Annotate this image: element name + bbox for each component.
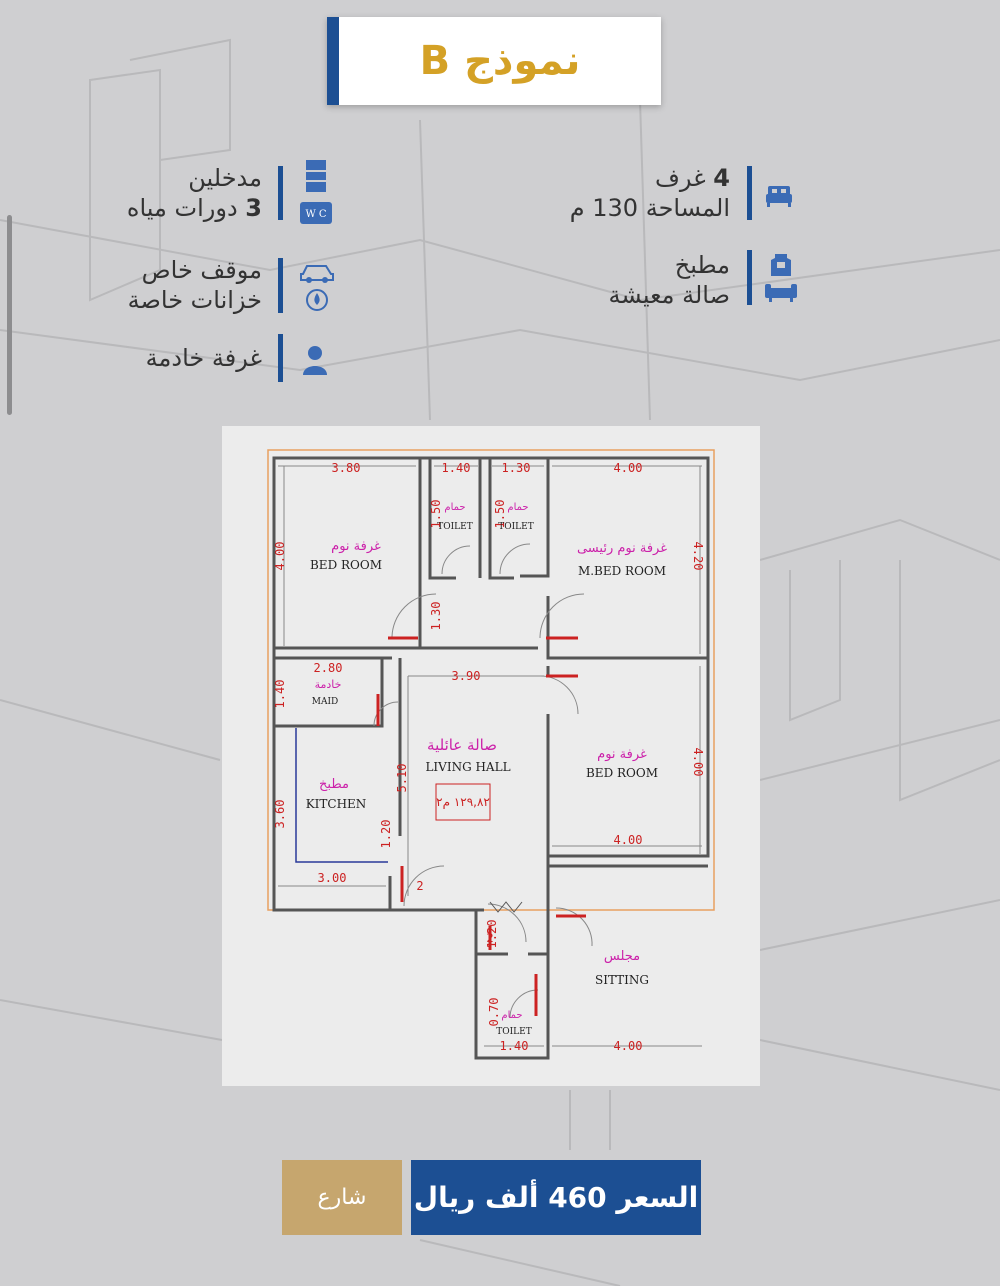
room-label-en: LIVING HALL — [425, 760, 510, 774]
room-label-ar: مطبخ — [319, 777, 349, 792]
dim-label: 2 — [416, 879, 423, 893]
wc-label: دورات مياه — [126, 194, 238, 222]
dim-label: 1.20 — [485, 920, 499, 949]
wc-count: 3 — [245, 194, 262, 222]
rooms-count: 4 — [713, 164, 730, 192]
tanks-label: خزانات خاصة — [127, 286, 262, 314]
feature-entrances: مدخلين 3 دورات مياه — [90, 163, 262, 223]
wc-text: W C — [305, 209, 326, 220]
room-label-ar: خادمة — [315, 678, 342, 691]
page-title: نموذج B — [419, 38, 581, 84]
title-accent — [327, 17, 339, 105]
dim-label: 1.40 — [500, 1039, 529, 1053]
room-label-en: TOILET — [437, 522, 473, 532]
feature-divider — [278, 166, 283, 220]
dim-label: 2 — [486, 931, 493, 945]
room-label-ar: غرفة نوم — [597, 747, 647, 762]
entrances-label: مدخلين — [188, 164, 262, 192]
floor-plan-drawing: 3.80 1.40 1.30 4.00 4.00 1.50 1.50 4.20 … — [267, 449, 715, 1060]
room-label-ar: غرفة نوم — [331, 539, 381, 554]
rooms-label: غرف — [654, 164, 706, 192]
dim-label: 4.00 — [273, 542, 287, 571]
dim-label: 4.00 — [691, 748, 705, 777]
dim-label: 1.40 — [442, 461, 471, 475]
room-label-en: TOILET — [498, 522, 534, 532]
room-label-en: SITTING — [595, 973, 649, 987]
dim-label: 1.30 — [429, 602, 443, 631]
feature-divider — [278, 258, 283, 313]
dim-label: 3.00 — [318, 871, 347, 885]
dim-label: 3.60 — [273, 800, 287, 829]
room-label-en: BED ROOM — [586, 766, 658, 780]
title-card: نموذج B — [327, 17, 661, 105]
room-label-en: BED ROOM — [310, 558, 382, 572]
dim-label: 1.30 — [502, 461, 531, 475]
scrollbar[interactable] — [7, 215, 12, 415]
dim-label: 3.90 — [452, 669, 481, 683]
room-label-ar: حمام — [444, 502, 465, 513]
room-label-ar: حمام — [501, 1010, 522, 1021]
dim-label: 4.00 — [614, 461, 643, 475]
feature-kitchen: مطبخ صالة معيشة — [540, 250, 730, 310]
price-button[interactable]: السعر 460 ألف ريال — [411, 1160, 701, 1235]
feature-parking: موقف خاص خزانات خاصة — [90, 255, 262, 315]
dim-label: 1.50 — [493, 500, 507, 529]
car-water-icon — [300, 265, 334, 311]
parking-label: موقف خاص — [141, 256, 262, 284]
floor-plan: 3.80 1.40 1.30 4.00 4.00 1.50 1.50 4.20 … — [222, 426, 760, 1086]
dim-label: 5.10 — [395, 764, 409, 793]
dim-label: 1.40 — [273, 680, 287, 709]
feature-divider — [747, 250, 752, 305]
room-label-ar: مجلس — [604, 949, 640, 964]
person-icon — [303, 346, 327, 375]
feature-divider — [278, 334, 283, 382]
door-wc-icon: W C — [300, 160, 332, 224]
maid-label: غرفة خادمة — [145, 344, 262, 372]
dim-label: 4.00 — [614, 1039, 643, 1053]
dim-label: 1.20 — [379, 820, 393, 849]
dim-label: 0.70 — [487, 998, 501, 1027]
room-label-en: TOILET — [496, 1027, 532, 1037]
feature-maid: غرفة خادمة — [90, 343, 262, 373]
area-label-plan: ١٢٩,٨٢ م٢ — [436, 795, 490, 809]
dim-label: 3.80 — [332, 461, 361, 475]
feature-divider — [747, 166, 752, 220]
dim-label: 1.50 — [429, 500, 443, 529]
living-label: صالة معيشة — [608, 281, 730, 309]
dim-label: 4.20 — [691, 542, 705, 571]
feature-rooms: 4 غرف المساحة 130 م — [540, 163, 730, 223]
dim-label: 4.00 — [614, 833, 643, 847]
area-label: المساحة 130 م — [569, 194, 730, 222]
room-label-en: M.BED ROOM — [578, 564, 666, 578]
room-label-en: MAID — [312, 697, 339, 707]
dim-label: 2.80 — [314, 661, 343, 675]
bed-icon — [766, 186, 792, 207]
street-button[interactable]: شارع — [282, 1160, 402, 1235]
kitchen-label: مطبخ — [674, 251, 730, 279]
kitchen-sofa-icon — [765, 254, 797, 302]
room-label-en: KITCHEN — [306, 797, 367, 811]
room-label-ar: حمام — [507, 502, 528, 513]
room-label-ar: غرفة نوم رئيسى — [577, 541, 667, 556]
room-label-ar: صالة عائلية — [427, 736, 497, 754]
